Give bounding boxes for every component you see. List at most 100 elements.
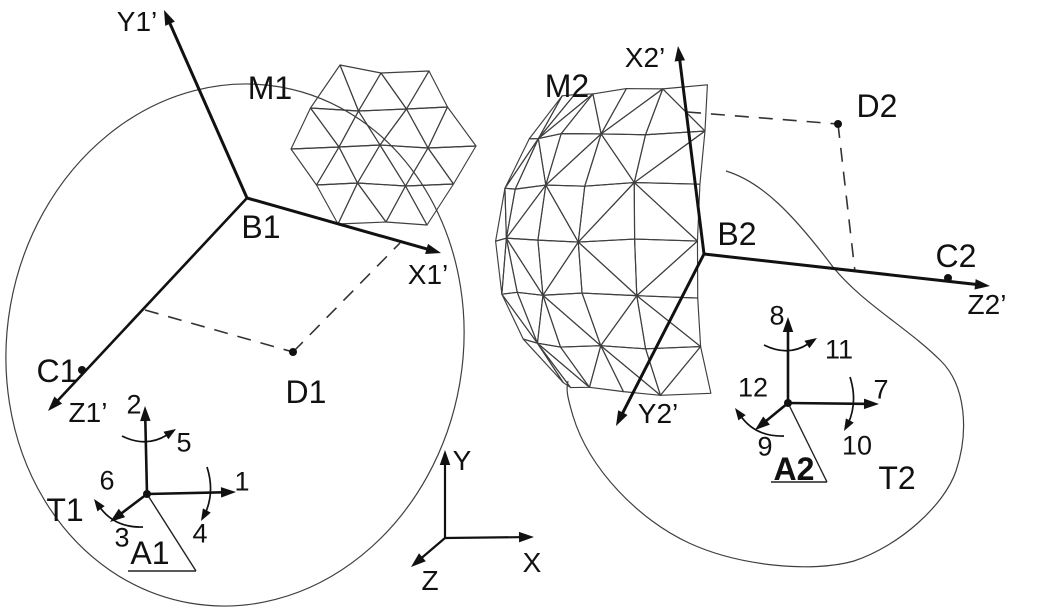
rotation-arrow-4-arrowhead bbox=[201, 508, 211, 521]
mesh-triangle bbox=[633, 182, 699, 242]
labels: Y1’M1B1X1’C1Z1’D1T1A1251463YXZM2X2’B2D2C… bbox=[37, 6, 1007, 596]
mesh-triangle bbox=[290, 146, 340, 186]
mesh-triangle bbox=[581, 292, 638, 347]
dashed-B1C1-parallel bbox=[144, 309, 294, 353]
label-10: 10 bbox=[842, 430, 872, 460]
axis-A2-right bbox=[787, 401, 872, 406]
mesh-triangle bbox=[542, 241, 583, 296]
t2-outline bbox=[566, 170, 965, 568]
dashed-lines bbox=[144, 111, 856, 353]
axis-A1-right bbox=[146, 490, 229, 496]
mesh-triangle bbox=[495, 187, 507, 242]
mesh-triangle bbox=[600, 88, 664, 136]
axis-A2-diag-arrowhead bbox=[755, 416, 770, 430]
point-A1-origin bbox=[143, 490, 151, 498]
label-Y: Y bbox=[453, 445, 472, 476]
axis-Y1 bbox=[165, 16, 249, 199]
mesh-triangle bbox=[537, 239, 579, 296]
axis-A1-up-arrowhead bbox=[140, 406, 151, 422]
label-3: 3 bbox=[114, 522, 129, 552]
mesh-triangle bbox=[504, 138, 539, 190]
mesh-triangle bbox=[404, 183, 455, 226]
mesh-triangle bbox=[536, 342, 591, 389]
mesh-triangle bbox=[427, 145, 477, 185]
axes bbox=[48, 10, 990, 567]
mesh-triangle bbox=[600, 133, 647, 184]
label-X2: X2’ bbox=[625, 42, 665, 73]
dashed-X2-to-D2 bbox=[686, 111, 839, 125]
mesh-triangle bbox=[537, 184, 579, 243]
mesh-triangle bbox=[315, 146, 359, 186]
point-C1 bbox=[78, 366, 86, 374]
rotation-arrow-5-arrowhead bbox=[163, 429, 176, 440]
axis-Y1-arrowhead bbox=[164, 10, 175, 26]
rotation-arrow-11-arrowhead bbox=[804, 338, 817, 349]
label-Z: Z bbox=[421, 565, 438, 596]
mesh-triangle bbox=[405, 70, 449, 110]
axis-A2-right-arrowhead bbox=[863, 398, 879, 410]
mesh-triangle bbox=[379, 144, 429, 187]
flag-A2 bbox=[787, 402, 828, 483]
mesh-triangle bbox=[577, 182, 636, 243]
axis-Y2 bbox=[618, 253, 706, 421]
label-C1: C1 bbox=[37, 353, 78, 389]
label-T1: T1 bbox=[46, 492, 83, 528]
t1-outline bbox=[5, 83, 465, 607]
label-Y1: Y1’ bbox=[117, 6, 157, 37]
flag-A1 bbox=[146, 493, 197, 572]
mesh-triangle bbox=[357, 72, 408, 112]
axis-A2-up-arrowhead bbox=[782, 317, 794, 332]
label-X: X bbox=[523, 547, 542, 578]
mesh-triangle bbox=[380, 70, 430, 110]
dashed-D1-to-X1 bbox=[292, 242, 401, 353]
mesh-triangle bbox=[501, 237, 518, 295]
mesh-triangle bbox=[501, 293, 538, 344]
mesh-triangle bbox=[522, 338, 564, 384]
label-4: 4 bbox=[192, 518, 207, 548]
axis-global-X-arrowhead bbox=[518, 531, 534, 543]
axis-X1-arrowhead bbox=[425, 243, 441, 254]
label-9: 9 bbox=[757, 431, 772, 461]
label-11: 11 bbox=[825, 334, 853, 364]
label-Z1: Z1’ bbox=[69, 397, 108, 428]
mesh-triangle bbox=[404, 147, 455, 187]
point-D1 bbox=[289, 348, 297, 356]
mesh-triangle bbox=[339, 64, 382, 112]
mesh-triangle bbox=[427, 106, 477, 149]
mesh-triangle bbox=[356, 144, 407, 187]
rotation-arrow-12 bbox=[739, 414, 785, 437]
axis-global-Y-arrowhead bbox=[439, 450, 451, 465]
m1-mesh bbox=[290, 64, 477, 226]
axis-global-X bbox=[444, 535, 527, 540]
label-B2: B2 bbox=[717, 216, 756, 252]
mesh-triangle bbox=[495, 237, 507, 295]
point-A2-origin bbox=[784, 399, 792, 407]
axis-A1-right-arrowhead bbox=[220, 487, 236, 498]
mesh-triangle bbox=[536, 294, 562, 348]
rotation-arrow-11 bbox=[763, 343, 809, 352]
label-Z2: Z2’ bbox=[968, 289, 1007, 320]
axis-X2-arrowhead bbox=[674, 46, 686, 62]
rotation-arrow-10-arrowhead bbox=[844, 418, 854, 431]
label-12: 12 bbox=[738, 372, 768, 402]
axis-A1-diag-arrowhead bbox=[110, 508, 126, 522]
mesh-triangle bbox=[338, 110, 381, 148]
label-C2: C2 bbox=[936, 238, 977, 274]
rotation-arrow-6 bbox=[98, 505, 144, 528]
label-1: 1 bbox=[234, 466, 249, 496]
axis-Z1-arrowhead bbox=[48, 396, 63, 411]
rotation-arrow-6-arrowhead bbox=[94, 499, 105, 512]
label-Y2: Y2’ bbox=[638, 398, 678, 429]
point-C2 bbox=[944, 274, 952, 282]
rotation-arrows bbox=[94, 338, 855, 528]
label-5: 5 bbox=[176, 427, 191, 457]
label-7: 7 bbox=[873, 374, 888, 404]
label-A1: A1 bbox=[130, 535, 169, 571]
mesh-triangle bbox=[600, 345, 662, 396]
mesh-triangle bbox=[338, 144, 381, 184]
label-M1: M1 bbox=[248, 70, 292, 106]
label-D2: D2 bbox=[857, 88, 898, 124]
point-D2 bbox=[834, 120, 842, 128]
